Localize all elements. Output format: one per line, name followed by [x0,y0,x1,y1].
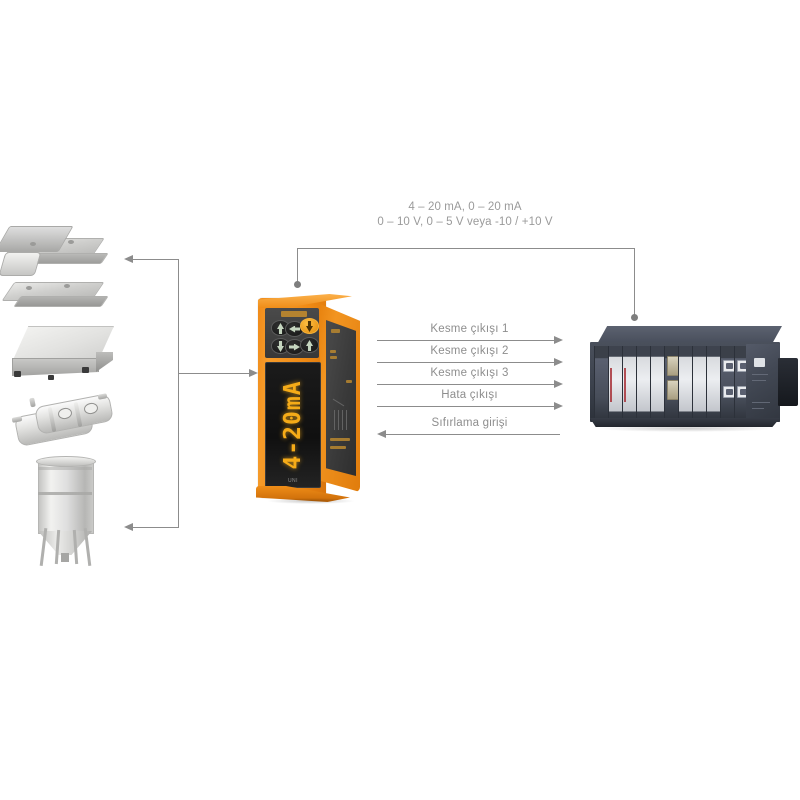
orange-din-rail-transmitter[interactable]: 4-20mA UNI [252,292,364,504]
signal-line-2 [377,384,555,385]
signal-arrowhead-3 [554,402,563,410]
signal-label-1: Kesme çıkışı 2 [430,345,509,357]
analog-bracket-right-drop [634,248,635,318]
sensor-to-device-arrow [249,369,258,377]
menu-key[interactable] [300,337,319,353]
signal-line-3 [377,406,555,407]
signal-label-3: Hata çıkışı [441,389,498,401]
device-shadow [268,498,354,504]
analog-bracket-left-drop [297,248,298,284]
device-display-value: 4-20mA [280,380,306,470]
signal-line-0 [377,340,555,341]
signal-arrowhead-0 [554,336,563,344]
signal-label-4: Sıfırlama girişi [431,417,508,429]
signal-arrowhead-2 [554,380,563,388]
cylindrical-load-cells [6,392,118,450]
sensor-bus-bottom-arrow [124,523,133,531]
sensor-bus-bottom-line [133,527,179,528]
signal-label-2: Kesme çıkışı 3 [430,367,509,379]
enter-key[interactable] [300,318,319,334]
silo-tank [20,448,112,570]
device-display-footer: UNI [287,478,299,484]
analog-bracket-top [297,248,635,249]
analog-output-label: 4 – 20 mA, 0 – 20 mA 0 – 10 V, 0 – 5 V v… [330,200,600,230]
device-brand-tag [281,311,307,317]
analog-bracket-left-dot [294,281,301,288]
sensor-bus-top-arrow [124,255,133,263]
analog-bracket-right-dot [631,314,638,321]
sensor-bus-top-line [133,259,179,260]
device-side-panel [326,320,356,476]
sensor-to-device-line [178,373,250,374]
device-keypad[interactable] [265,308,319,358]
platform-scale [4,322,120,396]
signal-line-4 [386,434,560,435]
signal-line-1 [377,362,555,363]
signal-label-0: Kesme çıkışı 1 [430,323,509,335]
sensor-bus-spine [178,259,179,528]
analog-output-line1: 4 – 20 mA, 0 – 20 mA [408,201,522,213]
signal-arrowhead-1 [554,358,563,366]
plc-rack [586,326,798,442]
signal-arrowhead-4 [377,430,386,438]
analog-output-line2: 0 – 10 V, 0 – 5 V veya -10 / +10 V [377,216,553,228]
load-cell-mounting-module [0,226,120,318]
device-lcd-display: 4-20mA UNI [265,362,321,488]
